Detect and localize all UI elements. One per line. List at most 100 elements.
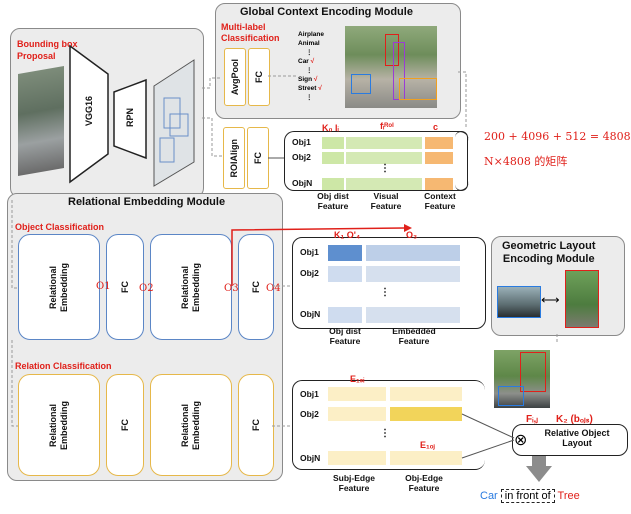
proposal-feature-map [153, 59, 195, 187]
edge-dots: ⋮ [380, 428, 390, 439]
o3-sub-label: O₃ [406, 230, 418, 240]
rpn-label: RPN [125, 108, 135, 128]
edge-row-objn: ObjN [300, 453, 321, 463]
subject-label: Car [480, 490, 498, 502]
e1si-label: E₁ₛᵢ [350, 374, 365, 384]
top-col-dist: Obj dist Feature [317, 191, 349, 211]
top-obj2-visual-bar [346, 152, 422, 164]
top-row-obj2: Obj2 [292, 152, 311, 162]
rel-fc-1: FC [106, 374, 144, 476]
edge-row-obj1: Obj1 [300, 389, 319, 399]
geo-tree-image [565, 270, 599, 328]
edge-col-obj: Obj-Edge Feature [405, 473, 443, 493]
geo-car-image [497, 286, 541, 318]
obj-col-embedded: Embedded Feature [392, 326, 436, 346]
top-obj1-visual-bar [346, 137, 422, 149]
object-classification-title: Object Classification [15, 222, 105, 232]
top-feature-brace [284, 131, 469, 191]
obj-col-dist: Obj dist Feature [329, 326, 361, 346]
global-fc-box: FC [248, 48, 270, 106]
fij-label: Fᵢ,ⱼ [526, 414, 539, 425]
label-street: Street √ [298, 85, 322, 92]
relation-classification-title: Relation Classification [15, 361, 112, 371]
top-row-obj1: Obj1 [292, 137, 311, 147]
e1oj-label: E₁ₒⱼ [420, 440, 435, 450]
rel-relational-embedding-2: Relational Embedding [150, 374, 232, 476]
down-arrow-icon [526, 456, 552, 482]
rel-fc-2: FC [238, 374, 274, 476]
otimes-icon: ⊗ [514, 432, 528, 449]
output-triple: Car in front of Tree [480, 489, 580, 503]
rel-relational-embedding-1: Relational Embedding [18, 374, 100, 476]
top-obj2-dist-bar [322, 152, 344, 164]
obj-relational-embedding-1: Relational Embedding [18, 234, 100, 340]
edge-col-subj: Subj-Edge Feature [332, 473, 376, 493]
top-col-visual: Visual Feature [370, 191, 402, 211]
top-objn-visual-bar [346, 178, 422, 190]
obj-relational-embedding-2: Relational Embedding [150, 234, 232, 340]
obj1-dist-bar [328, 245, 362, 261]
edge2-subj-bar [328, 407, 386, 421]
object-label: Tree [557, 490, 580, 502]
edgen-obj-bar [390, 451, 462, 465]
edge1-obj-bar [390, 387, 462, 401]
k0-label: K₀ lᵢ [322, 123, 339, 133]
c-label: c [433, 122, 439, 132]
global-context-title: Global Context Encoding Module [240, 6, 413, 18]
obj1-embed-bar [366, 245, 460, 261]
label-sign: Sign √ [298, 76, 318, 83]
o3-label: O3 [224, 283, 239, 294]
obj2-embed-bar [366, 266, 460, 282]
rpn-trapezoid [113, 78, 147, 160]
obj-row-obj1: Obj1 [300, 247, 319, 257]
top-col-context: Context Feature [424, 191, 456, 211]
label-animal: Animal [298, 40, 320, 47]
edge1-subj-bar [328, 387, 386, 401]
top-row-objn: ObjN [292, 178, 313, 188]
o4-label: O4 [266, 283, 281, 294]
avgpool-box: AvgPool [224, 48, 246, 106]
top-dots: ⋮ [380, 163, 390, 174]
objn-embed-bar [366, 307, 460, 323]
edge2-obj-bar [390, 407, 462, 421]
car-tree-image [494, 350, 550, 408]
edge-row-obj2: Obj2 [300, 409, 319, 419]
obj2-dist-bar [328, 266, 362, 282]
k2-label: K₂ (bₒⱼₛ) [556, 414, 593, 425]
top-feature-brace-right [455, 131, 468, 191]
objn-dist-bar [328, 307, 362, 323]
matrix-note: N×4808 的矩阵 [484, 155, 568, 168]
top-objn-context-bar [425, 178, 453, 190]
fi-label: fᵢᴿᵒᴵ [380, 121, 394, 131]
roi-fc-box: FC [247, 127, 269, 189]
edge-feature-brace [292, 380, 485, 470]
vgg-label: VGG16 [84, 96, 94, 127]
roialign-box: ROIAlign [223, 127, 245, 189]
street-image [18, 65, 64, 177]
relational-title: Relational Embedding Module [68, 196, 226, 208]
obj-dots: ⋮ [380, 287, 390, 298]
dim-formula: 200 + 4096 + 512 = 4808 [484, 130, 631, 143]
relative-layout-label: Relative Object Layout [544, 428, 610, 448]
obj-row-objn: ObjN [300, 309, 321, 319]
vgg-trapezoid [69, 44, 109, 184]
k1-label: K₁ O'₄ [334, 230, 361, 240]
label-airplane: Airplane [298, 31, 325, 38]
o2-label: O2 [139, 283, 154, 294]
label-car: Car √ [298, 58, 315, 65]
predicate-label: in front of [500, 489, 555, 503]
obj-fc-1: FC [106, 234, 144, 340]
o1-label: O1 [96, 281, 111, 292]
multilabel-list: Airplane Animal ⋮ Car √ ⋮ Sign √ Street … [298, 31, 325, 101]
edgen-subj-bar [328, 451, 386, 465]
top-objn-dist-bar [322, 178, 344, 190]
top-obj2-context-bar [425, 152, 453, 164]
top-obj1-context-bar [425, 137, 453, 149]
obj-row-obj2: Obj2 [300, 268, 319, 278]
top-obj1-dist-bar [322, 137, 344, 149]
street-scene-image [345, 26, 437, 108]
double-arrow-icon: ⟷ [541, 292, 560, 307]
